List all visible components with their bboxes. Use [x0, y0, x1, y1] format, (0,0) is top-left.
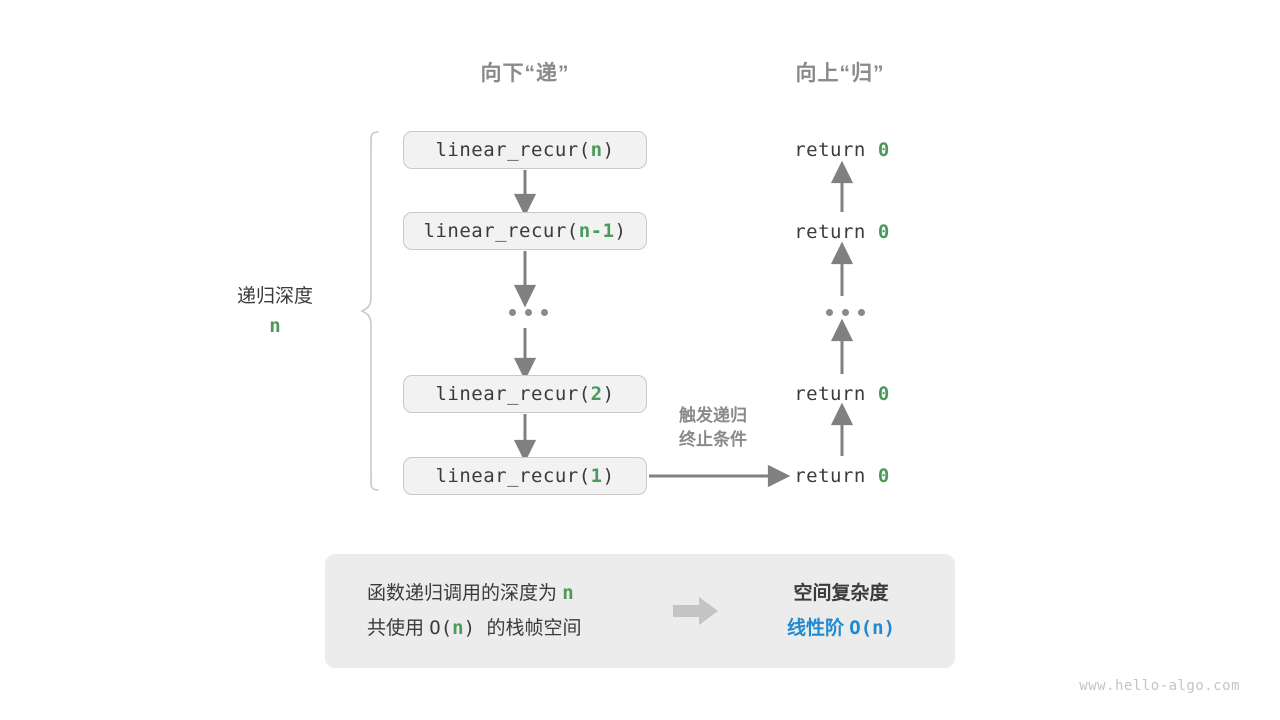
summary-line1-variable: n — [562, 582, 574, 604]
summary-line2-prefix: 共使用 — [367, 618, 430, 639]
return-statement: return 0 — [762, 465, 922, 487]
summary-line1-text: 函数递归调用的深度为 — [367, 583, 563, 604]
call-frame-close: ) — [614, 220, 627, 242]
column-heading-ascend: 向上“归” — [795, 62, 885, 85]
return-value: 0 — [877, 465, 890, 487]
call-frame-arg: n — [590, 139, 603, 161]
return-keyword: return — [794, 465, 866, 487]
summary-description: 函数递归调用的深度为 n 共使用 O(n) 的栈帧空间 — [325, 576, 665, 646]
call-frame-name: linear_recur( — [423, 220, 579, 242]
call-frame-name: linear_recur( — [435, 139, 591, 161]
complexity-summary-panel: 函数递归调用的深度为 n 共使用 O(n) 的栈帧空间 空间复杂度 线性阶 O(… — [325, 554, 955, 668]
recursion-depth-variable: n — [269, 315, 281, 337]
call-frame-name: linear_recur( — [435, 465, 591, 487]
dot — [525, 309, 532, 316]
call-frame-arg: 2 — [590, 383, 603, 405]
return-keyword: return — [794, 383, 866, 405]
summary-line2-tail: 的栈帧空间 — [486, 618, 582, 639]
call-frame-box: linear_recur(2) — [403, 375, 647, 413]
return-statement: return 0 — [762, 383, 922, 405]
dot — [541, 309, 548, 316]
return-value: 0 — [877, 383, 890, 405]
termination-note-line2: 终止条件 — [679, 430, 747, 449]
call-frame-arg: 1 — [590, 465, 603, 487]
complexity-bigo: O(n) — [849, 616, 896, 639]
summary-conclusion: 空间复杂度 线性阶 O(n) — [727, 577, 955, 646]
return-value: 0 — [877, 139, 890, 161]
complexity-order-label: 线性阶 — [786, 617, 850, 639]
watermark: www.hello-algo.com — [1079, 678, 1240, 694]
return-value: 0 — [877, 221, 890, 243]
call-frame-name: linear_recur( — [435, 383, 591, 405]
ellipsis-dots-left — [509, 309, 548, 316]
termination-note-line1: 触发递归 — [679, 406, 747, 425]
call-frame-box: linear_recur(n-1) — [403, 212, 647, 250]
call-frame-close: ) — [602, 465, 615, 487]
column-heading-descend: 向下“递” — [480, 62, 570, 85]
termination-condition-note: 触发递归 终止条件 — [648, 404, 778, 452]
return-keyword: return — [794, 139, 866, 161]
space-complexity-title: 空间复杂度 — [793, 582, 889, 604]
summary-line-2: 共使用 O(n) 的栈帧空间 — [367, 611, 665, 646]
summary-arrow-icon — [665, 596, 727, 626]
dot — [509, 309, 516, 316]
return-keyword: return — [794, 221, 866, 243]
return-statement: return 0 — [762, 139, 922, 161]
return-statement: return 0 — [762, 221, 922, 243]
dot — [858, 309, 865, 316]
recursion-depth-annotation: 递归深度 n — [185, 281, 365, 337]
call-frame-close: ) — [602, 383, 615, 405]
call-frame-close: ) — [602, 139, 615, 161]
dot — [826, 309, 833, 316]
call-frame-box: linear_recur(1) — [403, 457, 647, 495]
summary-line-1: 函数递归调用的深度为 n — [367, 576, 665, 611]
summary-line2-bigo-open: O( — [429, 617, 453, 639]
call-frame-box: linear_recur(n) — [403, 131, 647, 169]
call-frame-arg: n-1 — [578, 220, 615, 242]
summary-line2-variable: n — [452, 617, 464, 639]
summary-line2-bigo-close: ) — [463, 617, 487, 639]
space-complexity-value: 线性阶 O(n) — [727, 611, 955, 646]
dot — [842, 309, 849, 316]
ellipsis-dots-right — [826, 309, 865, 316]
recursion-depth-label: 递归深度 — [236, 286, 313, 307]
